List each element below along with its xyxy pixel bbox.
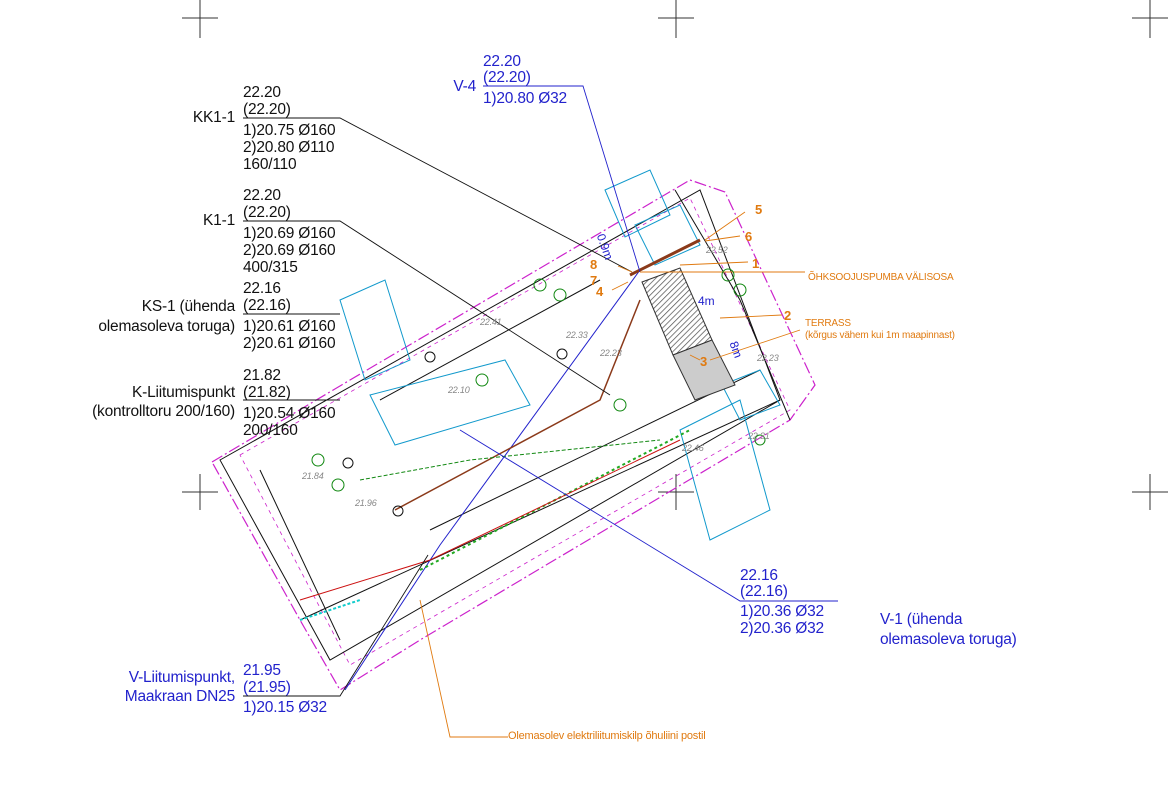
v-1-top: 22.16 bbox=[740, 567, 778, 584]
k1-1-paren: (22.20) bbox=[243, 204, 291, 221]
k-liitumispunkt-label: K-Liitumispunkt bbox=[132, 384, 235, 401]
marker-1: 1 bbox=[752, 256, 760, 271]
marker-5: 5 bbox=[755, 202, 763, 217]
terrace-subnote: (kõrgus vähem kui 1m maapinnast) bbox=[805, 330, 955, 341]
k-liitumispunkt-label-2: (kontrolltoru 200/160) bbox=[92, 403, 235, 420]
leader-v-liit bbox=[243, 554, 429, 697]
k1-1-line3: 400/315 bbox=[243, 259, 298, 276]
v-4-label: V-4 bbox=[453, 78, 476, 95]
v-liitumispunkt-label: V-Liitumispunkt, bbox=[128, 669, 235, 686]
elevation: 21.96 bbox=[355, 498, 377, 508]
leader-terrace bbox=[709, 329, 801, 361]
dim-0-9m: 0.9m bbox=[594, 232, 616, 262]
kk1-1-line2: 2)20.80 Ø110 bbox=[243, 139, 335, 156]
manholes bbox=[342, 348, 568, 517]
brown-fence bbox=[629, 238, 701, 277]
elevation: 22.10 bbox=[448, 385, 470, 395]
k-liit-line2: 200/160 bbox=[243, 422, 298, 439]
elevation: 22.41 bbox=[480, 317, 502, 327]
ks-1-top: 22.16 bbox=[243, 280, 281, 297]
trees bbox=[311, 268, 766, 492]
inner-boundary bbox=[239, 197, 791, 666]
elevation: 22.23 bbox=[757, 353, 779, 363]
k1-1-top: 22.20 bbox=[243, 187, 281, 204]
k1-1-line1: 1)20.69 Ø160 bbox=[243, 225, 336, 242]
heat-pump-note: ÕHKSOOJUSPUMBA VÄLISOSA bbox=[808, 272, 954, 283]
kk1-1-label: KK1-1 bbox=[192, 109, 235, 126]
marker-7: 7 bbox=[590, 273, 598, 288]
marker-leaders bbox=[611, 211, 783, 361]
k-liit-line1: 1)20.54 Ø160 bbox=[243, 405, 336, 422]
leader-electric bbox=[419, 599, 508, 738]
kk1-1-line1: 1)20.75 Ø160 bbox=[243, 122, 336, 139]
sewer-line bbox=[394, 299, 641, 511]
v-4-paren: (22.20) bbox=[483, 69, 531, 86]
v-1-paren: (22.16) bbox=[740, 583, 788, 600]
v-liit-line1: 1)20.15 Ø32 bbox=[243, 699, 327, 716]
buildings bbox=[339, 169, 781, 541]
v-1-label-2: olemasoleva toruga) bbox=[880, 631, 1017, 648]
v-liitumispunkt-label-2: Maakraan DN25 bbox=[124, 688, 235, 705]
ks-1-label-2: olemasoleva toruga) bbox=[98, 318, 235, 335]
kk1-1-line3: 160/110 bbox=[243, 156, 297, 173]
elevation: 22.33 bbox=[566, 330, 588, 340]
ks-1-line2: 2)20.61 Ø160 bbox=[243, 335, 336, 352]
k-liit-paren: (21.82) bbox=[243, 384, 291, 401]
elevation: 21.84 bbox=[302, 471, 324, 481]
leader-v-1 bbox=[459, 429, 838, 602]
terrace-note: TERRASS bbox=[805, 318, 851, 329]
v-4-top: 22.20 bbox=[483, 53, 521, 70]
marker-3: 3 bbox=[700, 354, 708, 369]
ks-1-label: KS-1 (ühenda bbox=[141, 298, 235, 315]
kk1-1-paren: (22.20) bbox=[243, 101, 291, 118]
v-liit-top: 21.95 bbox=[243, 662, 281, 679]
k-liit-top: 21.82 bbox=[243, 367, 281, 384]
marker-4: 4 bbox=[596, 284, 604, 299]
kk1-1-top: 22.20 bbox=[243, 84, 281, 101]
v-liit-paren: (21.95) bbox=[243, 679, 291, 696]
marker-2: 2 bbox=[784, 308, 792, 323]
plot-boundary bbox=[211, 179, 816, 691]
planned-house bbox=[641, 267, 713, 356]
red-line bbox=[299, 439, 681, 601]
elevation: 22.31 bbox=[748, 431, 770, 441]
marker-6: 6 bbox=[745, 229, 753, 244]
cyan-line bbox=[299, 599, 361, 621]
ks-1-paren: (22.16) bbox=[243, 297, 291, 314]
water-line bbox=[344, 269, 641, 691]
k1-1-label: K1-1 bbox=[203, 212, 235, 229]
leader-kk1-1 bbox=[243, 117, 633, 273]
ks-1-line1: 1)20.61 Ø160 bbox=[243, 318, 336, 335]
elevation: 22.23 bbox=[600, 348, 622, 358]
leader-v-4 bbox=[483, 85, 641, 273]
elevation: 22.46 bbox=[682, 443, 704, 453]
crosshair-marks bbox=[182, 0, 1168, 510]
v-4-line1: 1)20.80 Ø32 bbox=[483, 90, 567, 107]
terrace bbox=[672, 339, 736, 401]
v-1-line2: 2)20.36 Ø32 bbox=[740, 620, 824, 637]
property-lines bbox=[219, 189, 791, 661]
dim-8m: 8m bbox=[726, 339, 745, 359]
v-1-label: V-1 (ühenda bbox=[880, 611, 963, 628]
storm-line bbox=[359, 439, 661, 481]
v-1-line1: 1)20.36 Ø32 bbox=[740, 603, 824, 620]
electric-note: Olemasolev elektriliitumiskilp õhuliini … bbox=[508, 730, 706, 742]
k1-1-line2: 2)20.69 Ø160 bbox=[243, 242, 336, 259]
elevation: 22.52 bbox=[706, 245, 728, 255]
leader-k1-1 bbox=[243, 220, 611, 396]
dim-4m: 4m bbox=[698, 294, 715, 308]
marker-8: 8 bbox=[590, 257, 598, 272]
